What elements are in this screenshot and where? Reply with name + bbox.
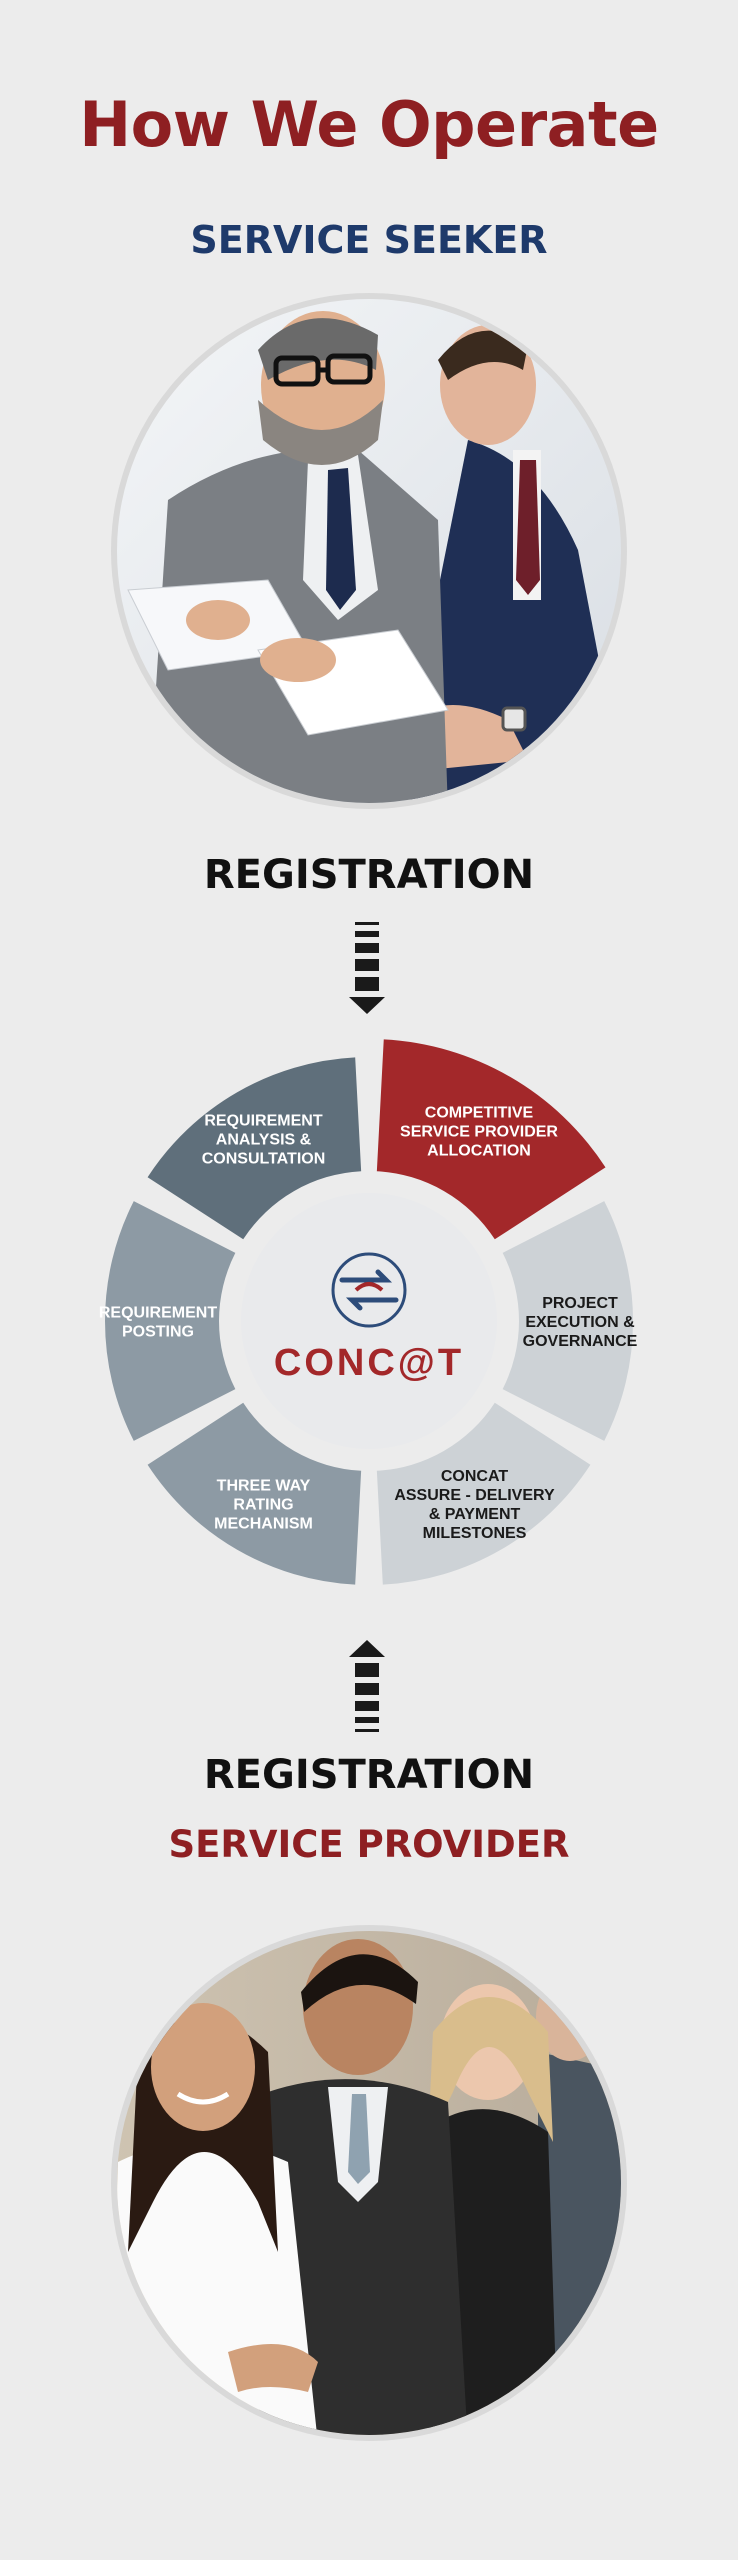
service-provider-heading: SERVICE PROVIDER — [168, 1823, 570, 1866]
process-wheel: COMPETITIVE SERVICE PROVIDER ALLOCATION PRO… — [99, 1039, 638, 1585]
wheel-segment-label: CONSULTATION — [202, 1150, 326, 1167]
registration-heading-bottom: REGISTRATION — [203, 1752, 535, 1798]
arrow-up-icon — [349, 1640, 385, 1732]
wheel-segment-3 — [376, 1402, 591, 1585]
wheel-segment-5 — [105, 1201, 236, 1441]
wheel-segment-label: ALLOCATION — [427, 1142, 531, 1159]
wheel-segment-2 — [502, 1201, 633, 1441]
wheel-segment-label: COMPETITIVE — [425, 1104, 534, 1121]
wheel-segment-4 — [147, 1402, 362, 1585]
service-seeker-photo — [111, 293, 627, 809]
wheel-segment-label: ANALYSIS & — [216, 1131, 312, 1148]
wheel-center — [241, 1193, 497, 1449]
concat-logo-text: CONC@T — [274, 1342, 464, 1384]
wheel-segment-label: THREE WAY — [217, 1478, 311, 1495]
wheel-segment-label: ASSURE - DELIVERY — [394, 1487, 555, 1504]
arrow-down-icon — [349, 922, 385, 1014]
wheel-segment-label: POSTING — [122, 1324, 194, 1341]
service-provider-photo — [111, 1925, 627, 2441]
wheel-segment-label: GOVERNANCE — [523, 1333, 638, 1350]
wheel-segment-label: REQUIREMENT — [99, 1305, 217, 1322]
wheel-segment-label: MECHANISM — [214, 1516, 313, 1533]
wheel-segment-label: & PAYMENT — [429, 1506, 521, 1523]
page-title: How We Operate — [79, 88, 659, 161]
concat-logo-icon — [331, 1252, 407, 1328]
wheel-segment-label: RATING — [233, 1497, 293, 1514]
registration-heading-top: REGISTRATION — [203, 852, 535, 898]
wheel-segment-label: CONCAT — [441, 1468, 508, 1485]
wheel-segment-1 — [376, 1039, 606, 1240]
service-seeker-heading: SERVICE SEEKER — [190, 218, 548, 262]
wheel-segment-label: MILESTONES — [423, 1525, 527, 1542]
wheel-segment-label: REQUIREMENT — [204, 1112, 322, 1129]
wheel-segment-6 — [147, 1057, 362, 1240]
wheel-segment-label: EXECUTION & — [525, 1314, 635, 1331]
wheel-segment-label: PROJECT — [542, 1295, 618, 1312]
wheel-segment-label: SERVICE PROVIDER — [400, 1123, 558, 1140]
